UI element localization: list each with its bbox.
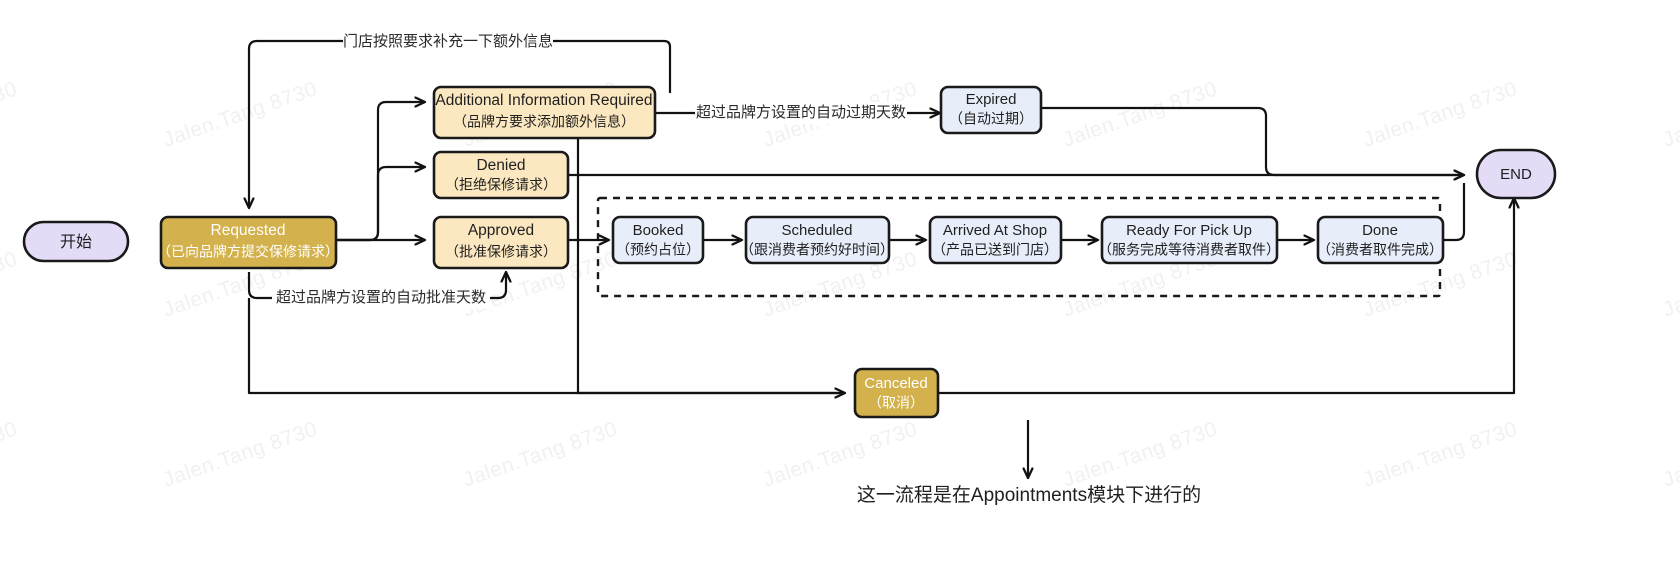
expired-node-shape[interactable]: [939, 85, 1043, 135]
booked-node-shape[interactable]: [611, 215, 705, 265]
expired-node-group[interactable]: Expired （自动过期）: [939, 85, 1043, 135]
booked-node-group[interactable]: Booked （预约占位）: [611, 215, 705, 265]
ready-for-pick-up-node-subtitle: （服务完成等待消费者取件）: [1098, 242, 1280, 258]
edge-label-auto-approve-group: 超过品牌方设置的自动批准天数: [272, 287, 490, 309]
expired-node-title: Expired: [966, 91, 1017, 108]
requested-node-shape[interactable]: [159, 215, 338, 270]
start-node-group[interactable]: 开始: [22, 220, 130, 263]
additional-information-required-node-shape[interactable]: [432, 85, 657, 140]
start-node-shape[interactable]: [22, 220, 130, 263]
edge-requested-to-additional-info: [336, 102, 425, 242]
scheduled-node-subtitle: （跟消费者预约好时间）: [740, 242, 894, 258]
edge-label-auto-expire-group: 超过品牌方设置的自动过期天数: [695, 102, 907, 124]
edge-requested-to-canceled: [247, 298, 845, 395]
approved-node-subtitle: （批准保修请求）: [445, 244, 557, 260]
booked-node-title: Booked: [633, 222, 684, 239]
arrived-at-shop-node-title: Arrived At Shop: [943, 222, 1047, 239]
end-node-title: END: [1500, 166, 1532, 183]
edge-label-supplement-info-group: 门店按照要求补充一下额外信息: [343, 30, 553, 52]
end-node-group[interactable]: END: [1475, 148, 1557, 200]
edge-label-auto-approve: 超过品牌方设置的自动批准天数: [276, 289, 486, 306]
denied-node-group[interactable]: Denied （拒绝保修请求）: [432, 150, 570, 200]
scheduled-node-title: Scheduled: [782, 222, 853, 239]
done-node-group[interactable]: Done （消费者取件完成）: [1316, 215, 1445, 265]
additional-information-required-node-group[interactable]: Additional Information Required （品牌方要求添加…: [432, 85, 657, 140]
edge-label-auto-approve-bg: [272, 287, 490, 309]
denied-node-shape[interactable]: [432, 150, 570, 200]
canceled-node-shape[interactable]: [853, 367, 940, 419]
denied-node-title: Denied: [476, 157, 525, 174]
edge-label-supplement-info: 门店按照要求补充一下额外信息: [343, 33, 553, 50]
arrived-at-shop-node-group[interactable]: Arrived At Shop （产品已送到门店）: [928, 215, 1063, 265]
scheduled-node-group[interactable]: Scheduled （跟消费者预约好时间）: [740, 215, 894, 265]
booked-node-subtitle: （预约占位）: [616, 242, 700, 258]
canceled-node-title: Canceled: [864, 375, 927, 392]
approved-node-shape[interactable]: [432, 215, 570, 270]
ready-for-pick-up-node-shape[interactable]: [1100, 215, 1279, 265]
requested-node-subtitle: （已向品牌方提交保修请求）: [157, 244, 339, 260]
additional-information-required-node-title: Additional Information Required: [435, 92, 652, 109]
edge-requested-auto-approve-to-approved: [247, 272, 506, 300]
done-node-title: Done: [1362, 222, 1398, 239]
edge-canceled-to-end: [938, 198, 1514, 395]
appointments-module-caption: 这一流程是在Appointments模块下进行的: [857, 484, 1201, 506]
denied-node-subtitle: （拒绝保修请求）: [445, 177, 557, 193]
requested-node-title: Requested: [211, 222, 286, 239]
canceled-node-subtitle: （取消）: [868, 395, 924, 411]
edge-label-auto-expire: 超过品牌方设置的自动过期天数: [696, 104, 906, 121]
approved-node-group[interactable]: Approved （批准保修请求）: [432, 215, 570, 270]
expired-node-subtitle: （自动过期）: [949, 111, 1033, 127]
arrived-at-shop-node-subtitle: （产品已送到门店）: [932, 242, 1058, 258]
requested-node-group[interactable]: Requested （已向品牌方提交保修请求）: [157, 215, 339, 270]
scheduled-node-shape[interactable]: [744, 215, 891, 265]
done-node-shape[interactable]: [1316, 215, 1445, 265]
edge-done-to-end: [1442, 183, 1466, 242]
done-node-subtitle: （消费者取件完成）: [1317, 242, 1443, 258]
start-node-title: 开始: [60, 233, 92, 251]
arrived-at-shop-node-shape[interactable]: [928, 215, 1063, 265]
approved-node-title: Approved: [468, 222, 534, 239]
edge-expired-to-end: [1040, 106, 1464, 175]
additional-information-required-node-subtitle: （品牌方要求添加额外信息）: [453, 114, 635, 130]
edge-label-supplement-info-bg: [343, 30, 553, 52]
ready-for-pick-up-node-group[interactable]: Ready For Pick Up （服务完成等待消费者取件）: [1098, 215, 1280, 265]
edge-label-auto-expire-bg: [695, 102, 907, 124]
ready-for-pick-up-node-title: Ready For Pick Up: [1126, 222, 1252, 239]
edge-requested-to-denied: [336, 167, 425, 242]
canceled-node-group[interactable]: Canceled （取消）: [853, 367, 940, 419]
end-node-shape[interactable]: [1475, 148, 1557, 200]
